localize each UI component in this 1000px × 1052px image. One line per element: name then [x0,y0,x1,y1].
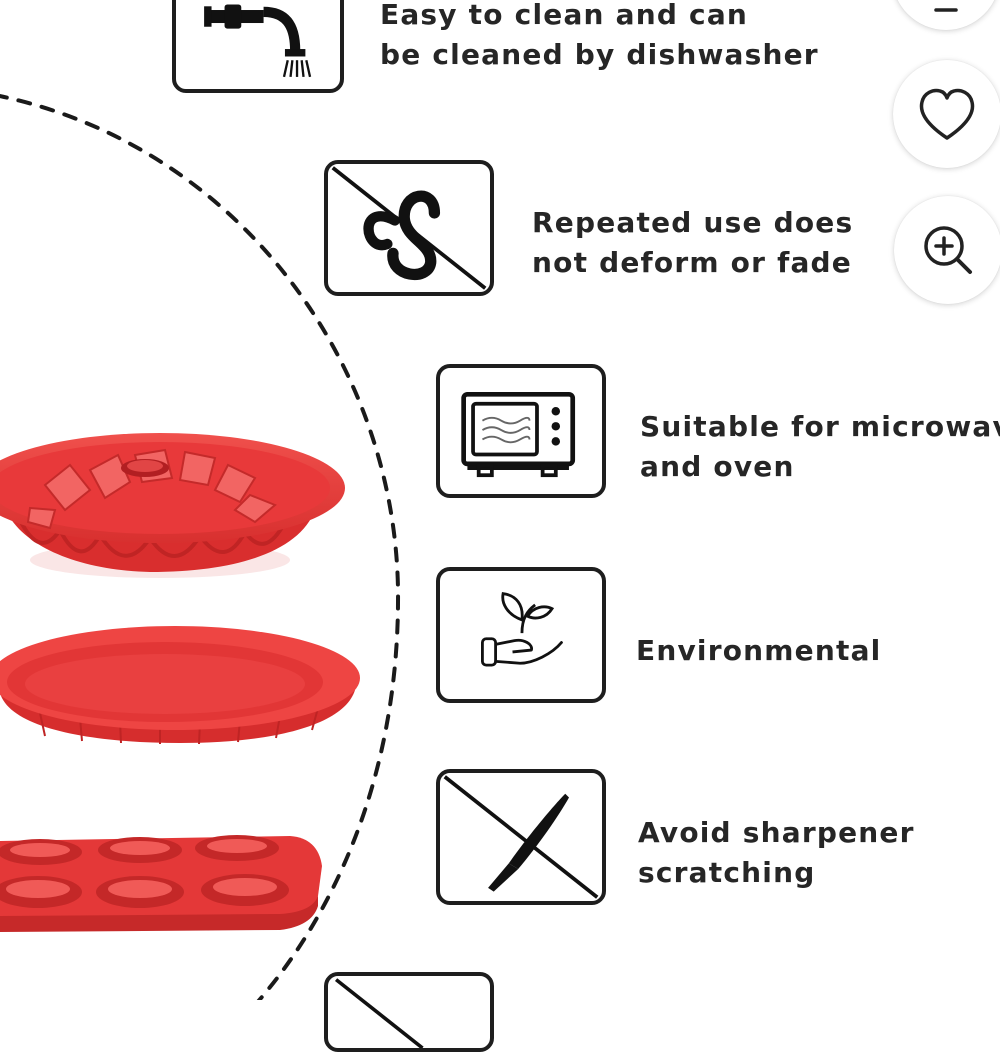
no-deform-icon [331,166,487,290]
feature-icon-box-no-deform [324,160,494,296]
microwave-icon [461,391,576,478]
feature-text-environmental: Environmental [636,634,882,667]
favorite-button[interactable] [893,60,1000,168]
plant-hand-icon [481,592,563,667]
feature-icon-box-microwave [436,364,606,498]
muffin-tray-image [0,835,322,932]
zoom-in-icon [924,226,972,274]
feature-icon-box-environmental [436,567,606,703]
no-knife-icon [443,775,599,899]
dashed-arc-divider [0,94,401,1000]
feature-text-dishwasher: Easy to clean and can be cleaned by dish… [380,0,819,71]
bundt-cake-pan-image [0,433,345,578]
feature-text-no-deform: Repeated use does not deform or fade [532,206,854,279]
faucet-icon [204,4,312,78]
round-tart-pan-image [0,626,360,745]
feature-icon-box-partial [324,972,494,1052]
heart-icon [919,88,975,140]
share-icon [934,8,958,12]
feature-icon-box-dishwasher [172,0,344,93]
no-symbol-icon [334,978,424,1048]
feature-text-microwave: Suitable for microwave and oven [640,410,1000,483]
share-button[interactable] [892,0,1000,30]
feature-icon-box-no-scratch [436,769,606,905]
feature-text-no-scratch: Avoid sharpener scratching [638,816,915,889]
zoom-button[interactable] [894,196,1000,304]
